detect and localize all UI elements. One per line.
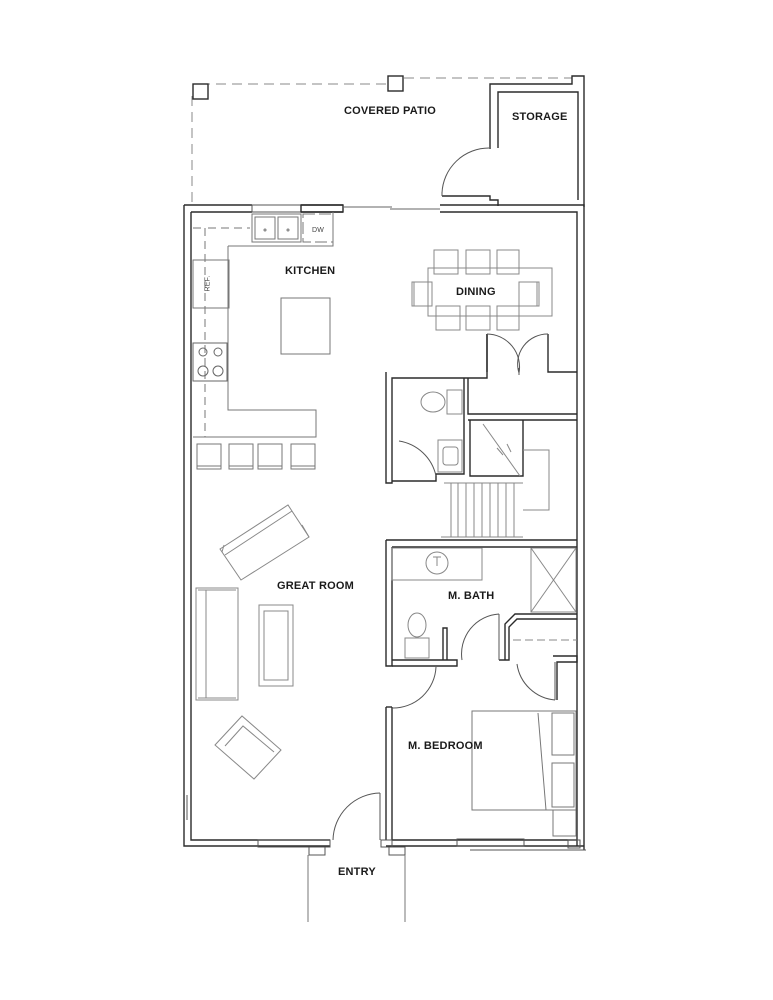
patio-outline — [191, 77, 572, 204]
patio-wall-segment — [300, 204, 344, 213]
room-label-great-room: GREAT ROOM — [277, 580, 354, 592]
room-label-kitchen: KITCHEN — [285, 265, 336, 277]
pantry-doors — [486, 333, 549, 375]
powder-sink — [437, 439, 463, 473]
kitchen-counters — [193, 212, 334, 438]
kitchen-sink — [251, 213, 302, 243]
entry-door — [332, 792, 381, 841]
bar-stools — [196, 443, 316, 470]
refrigerator-label: REF. — [204, 275, 212, 292]
shower — [530, 547, 577, 613]
armchair — [214, 715, 282, 780]
storage-door — [441, 147, 490, 196]
staircase — [441, 423, 550, 538]
bedroom-window — [456, 838, 586, 851]
master-doors — [391, 613, 556, 709]
dishwasher — [302, 213, 334, 243]
dishwasher-label: DW — [312, 227, 325, 234]
patio-post — [387, 75, 404, 92]
bath-toilet — [404, 612, 430, 659]
storage-walls — [442, 75, 585, 207]
powder-door — [398, 440, 437, 477]
kitchen-window — [251, 204, 302, 213]
kitchen-island — [280, 297, 331, 355]
powder-toilet — [420, 389, 463, 415]
vanity — [391, 547, 483, 581]
room-label-storage: STORAGE — [512, 111, 568, 123]
refrigerator — [192, 259, 230, 309]
coffee-table — [258, 604, 294, 687]
room-label-dining: DINING — [456, 286, 496, 298]
sofa — [195, 587, 239, 701]
exterior-walls — [183, 204, 585, 850]
room-label-master-bath: M. BATH — [448, 590, 495, 602]
sliding-door — [343, 206, 440, 210]
master-suite-walls — [385, 539, 578, 840]
entry-area — [257, 839, 406, 922]
room-label-entry: ENTRY — [338, 866, 376, 878]
dining-set — [411, 249, 553, 331]
patio-post — [192, 83, 209, 100]
interior-walls-center — [385, 334, 577, 484]
bed — [471, 710, 577, 837]
room-label-master-bedroom: M. BEDROOM — [408, 740, 483, 752]
range-stove — [192, 342, 228, 382]
sofa-angled — [219, 504, 310, 581]
room-label-covered-patio: COVERED PATIO — [344, 105, 437, 117]
